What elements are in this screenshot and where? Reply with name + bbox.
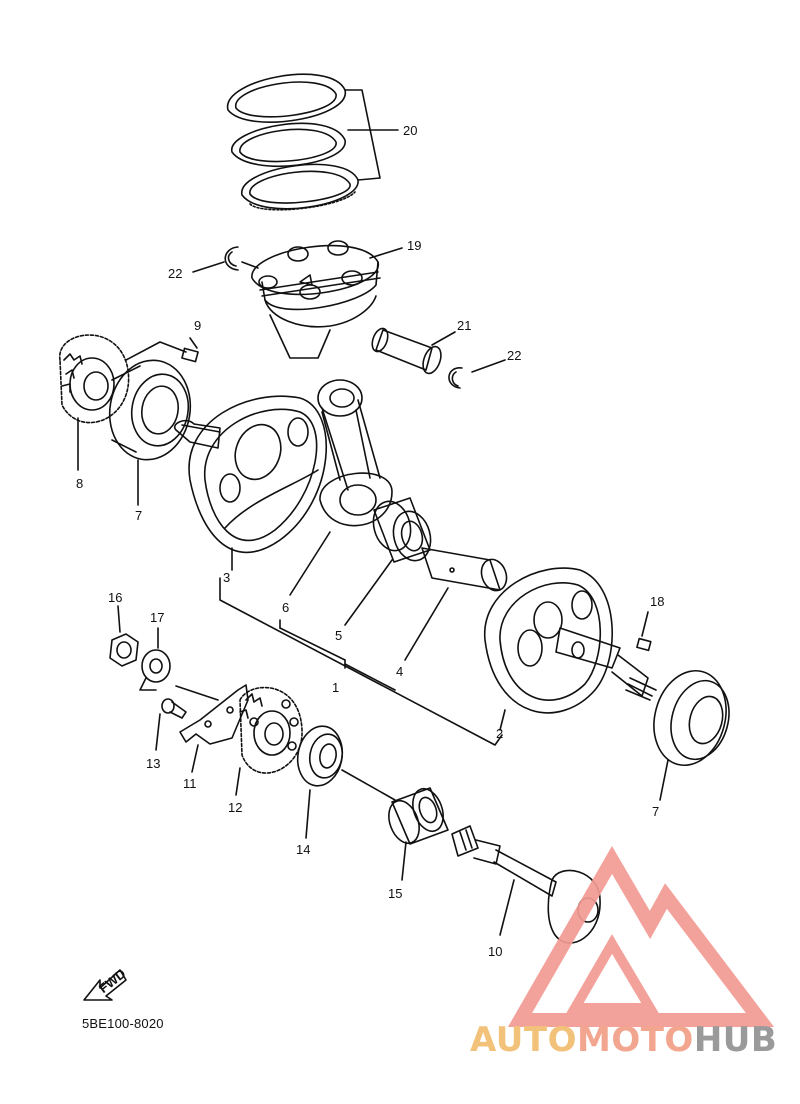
watermark-moto: MOTO	[576, 1020, 694, 1060]
label-part-17: 17	[150, 610, 164, 625]
crank-pin	[421, 547, 508, 592]
needle-bearing-crankpin	[372, 497, 432, 563]
label-part-7-left: 7	[135, 508, 142, 523]
lock-washer	[139, 649, 171, 691]
balancer-drive-gear	[239, 686, 303, 774]
label-part-20: 20	[403, 123, 417, 138]
main-bearing-right	[653, 669, 730, 767]
main-bearing-left	[108, 359, 192, 461]
label-part-14: 14	[296, 842, 310, 857]
watermark-logo-text: AUTOMOTOHUB	[470, 1020, 777, 1060]
label-part-9: 9	[194, 318, 201, 333]
label-part-13: 13	[146, 756, 160, 771]
label-part-22-left: 22	[168, 266, 182, 281]
circlip-right	[448, 367, 463, 389]
piston	[251, 240, 381, 359]
crank-web-left	[173, 395, 327, 554]
diagram-code: 5BE100-8020	[82, 1016, 164, 1031]
label-part-8: 8	[76, 476, 83, 491]
label-part-5: 5	[335, 628, 342, 643]
piston-rings	[227, 73, 359, 211]
woodruff-key-right	[636, 637, 652, 652]
label-part-22-right: 22	[507, 348, 521, 363]
label-part-10: 10	[488, 944, 502, 959]
balancer-bearing	[296, 725, 344, 787]
label-part-1: 1	[332, 680, 339, 695]
label-part-19: 19	[407, 238, 421, 253]
watermark-hub: HUB	[693, 1020, 778, 1060]
label-part-11: 11	[183, 776, 197, 791]
nut	[109, 633, 139, 667]
crank-web-right	[484, 567, 657, 714]
connecting-rod	[317, 379, 393, 527]
label-part-21: 21	[457, 318, 471, 333]
label-part-15: 15	[388, 886, 402, 901]
retainer-plate	[179, 684, 249, 745]
circlip-left	[224, 246, 239, 271]
watermark-auto: AUTO	[470, 1020, 577, 1060]
watermark-triangle	[507, 846, 775, 1027]
balancer-needle-bearing	[388, 787, 449, 845]
piston-pin	[371, 327, 442, 375]
label-part-18: 18	[650, 594, 664, 609]
woodruff-key-left	[181, 347, 199, 363]
label-part-12: 12	[228, 800, 242, 815]
label-part-2: 2	[496, 726, 503, 741]
forward-arrow	[83, 969, 127, 1001]
label-part-16: 16	[108, 590, 122, 605]
label-part-6: 6	[282, 600, 289, 615]
bolt	[161, 698, 187, 719]
label-part-7-right: 7	[652, 804, 659, 819]
label-part-3: 3	[223, 570, 230, 585]
timing-gear-left	[59, 334, 130, 424]
label-part-4: 4	[396, 664, 403, 679]
